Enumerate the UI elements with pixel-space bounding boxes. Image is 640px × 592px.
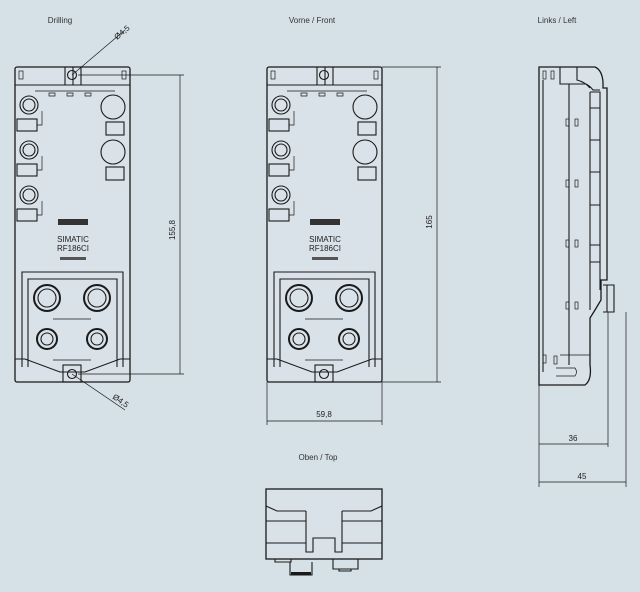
- drill-height-value: 155,8: [168, 219, 177, 240]
- brand-label-front: SIMATIC: [309, 235, 341, 244]
- hole-dimension-top: Ø4,5: [113, 23, 132, 41]
- depth-body-value: 36: [569, 434, 578, 443]
- dimension-line-drill-height: [78, 74, 184, 375]
- width-value: 59,8: [316, 410, 332, 419]
- top-view: [265, 488, 383, 576]
- view-title-left: Links / Left: [538, 16, 577, 25]
- model-label-drilling: RF186CI: [57, 244, 89, 253]
- depth-total-value: 45: [578, 472, 587, 481]
- view-title-drilling: Drilling: [48, 16, 72, 25]
- view-title-front: Vorne / Front: [289, 16, 336, 25]
- dimension-line-height: [382, 66, 441, 383]
- hole-leader-bottom: [71, 373, 126, 411]
- left-view: [538, 66, 615, 386]
- brand-label-drilling: SIMATIC: [57, 235, 89, 244]
- model-label-front: RF186CI: [309, 244, 341, 253]
- drilling-view: [14, 66, 131, 383]
- dimension-line-width: [266, 382, 383, 425]
- front-view: [266, 66, 383, 383]
- view-title-top: Oben / Top: [299, 453, 339, 462]
- height-value: 165: [425, 215, 434, 229]
- hole-leader-top: [71, 29, 126, 76]
- dimension-lines-depth: [538, 312, 627, 487]
